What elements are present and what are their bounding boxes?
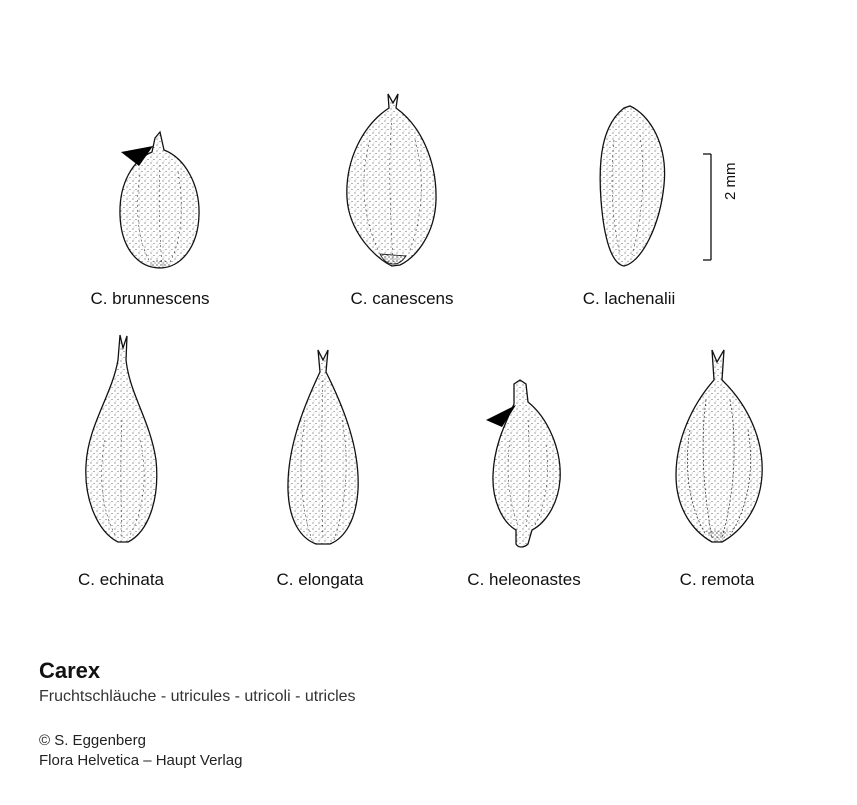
utricle-lachenalii xyxy=(599,105,666,267)
specimen-label: C. remota xyxy=(679,570,755,589)
utricle-canescens xyxy=(346,93,437,267)
arrow-marker-heleonastes xyxy=(486,405,516,427)
specimen-label: C. canescens xyxy=(350,289,454,308)
copyright-notice: © S. Eggenberg xyxy=(39,732,146,749)
specimen-label: C. lachenalii xyxy=(582,289,676,308)
utricle-heleonastes xyxy=(486,379,561,548)
specimen-label: C. heleonastes xyxy=(467,570,581,589)
arrow-marker-brunnescens xyxy=(121,146,153,166)
utricle-echinata xyxy=(85,334,158,543)
utricle-brunnescens xyxy=(119,130,200,269)
scale-bar-label: 2 mm xyxy=(722,162,739,201)
plate-title: Carex xyxy=(39,658,101,683)
publisher-credit: Flora Helvetica – Haupt Verlag xyxy=(39,752,243,769)
specimen-label: C. echinata xyxy=(78,570,164,589)
scale-bar xyxy=(703,153,712,261)
utricle-elongata xyxy=(287,349,359,545)
utricle-remota xyxy=(675,349,763,543)
plate-subtitle: Fruchtschläuche - utricules - utricoli -… xyxy=(39,688,356,705)
specimen-label: C. elongata xyxy=(276,570,364,589)
specimen-label: C. brunnescens xyxy=(90,289,210,308)
